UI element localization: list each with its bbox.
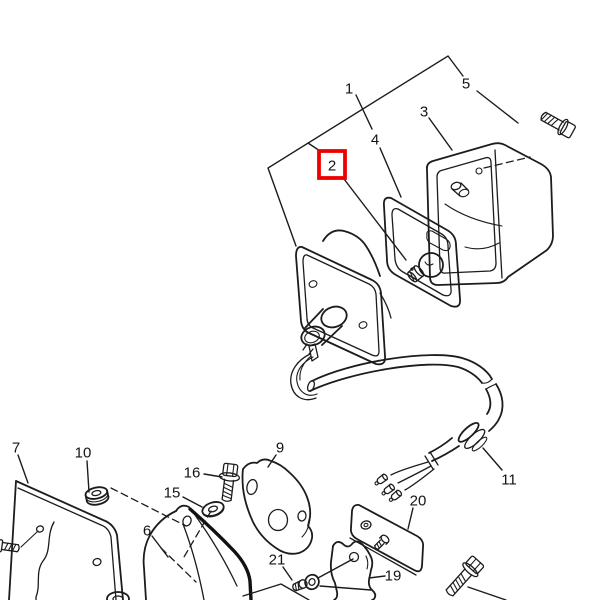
- bullet-connector: [374, 473, 389, 486]
- part-label-9[interactable]: 9: [276, 440, 284, 457]
- part-7-plate: [8, 480, 124, 600]
- part-label-5[interactable]: 5: [462, 76, 470, 93]
- highlight-box: [317, 149, 347, 180]
- part-label-11[interactable]: 11: [501, 472, 517, 489]
- part-label-1[interactable]: 1: [345, 81, 353, 98]
- part-6-bracket: [142, 504, 310, 600]
- part-label-16[interactable]: 16: [184, 465, 201, 482]
- washer-bottom-edge: [106, 591, 130, 600]
- part-label-2[interactable]: 2: [328, 158, 336, 175]
- part-10-grommet: [84, 486, 110, 506]
- lens-base-plate: [295, 229, 392, 366]
- part-label-15[interactable]: 15: [164, 485, 181, 502]
- callout-leader-lines: [17, 55, 519, 600]
- part-label-21[interactable]: 21: [269, 552, 286, 569]
- bullet-connector: [381, 483, 396, 496]
- wiring-harness: [290, 353, 504, 502]
- part-label-20[interactable]: 20: [410, 493, 427, 510]
- part-3-housing: [425, 142, 554, 286]
- assembly-axis-dashed-lines: [110, 156, 531, 583]
- part-20-pad: [349, 503, 425, 576]
- bolt-bottom-right: [445, 555, 485, 597]
- pad-screw: [374, 534, 390, 550]
- part-label-4[interactable]: 4: [371, 132, 379, 149]
- part-15-washer: [201, 501, 225, 518]
- part-5-screw: [540, 111, 576, 139]
- part-label-19[interactable]: 19: [385, 568, 402, 585]
- part-label-3[interactable]: 3: [420, 104, 428, 121]
- part-4-gasket: [382, 196, 461, 308]
- part-21-washer: [304, 573, 320, 591]
- bullet-connector: [388, 489, 403, 502]
- part-label-10[interactable]: 10: [75, 445, 92, 462]
- part-2-bulb: [407, 252, 444, 283]
- part-label-7[interactable]: 7: [12, 440, 20, 457]
- part-21-screw: [292, 573, 320, 592]
- part-19-bracket: [329, 540, 377, 600]
- part-16-bolt: [218, 462, 241, 502]
- part-label-6[interactable]: 6: [143, 523, 151, 540]
- mount-screw-left: [0, 530, 39, 553]
- part-9-bracket: [241, 458, 314, 555]
